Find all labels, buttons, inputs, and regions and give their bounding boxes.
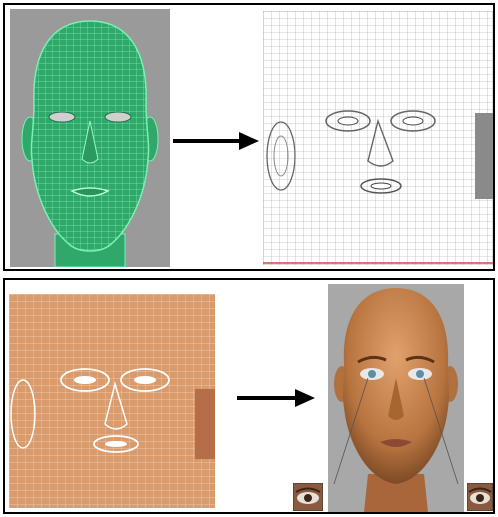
- arrow-right-icon: [233, 386, 317, 410]
- eye-closeup-icon: [467, 483, 493, 511]
- arrow-right-icon: [169, 129, 261, 153]
- bottom-panel: [3, 278, 495, 514]
- top-panel: [3, 3, 495, 271]
- uv-wireframe-layout: [263, 11, 493, 265]
- uv-texture-skin: [9, 294, 215, 508]
- eye-closeup-icon: [293, 483, 323, 511]
- rendered-textured-head: [328, 284, 464, 512]
- head-wireframe-3d: [10, 9, 170, 267]
